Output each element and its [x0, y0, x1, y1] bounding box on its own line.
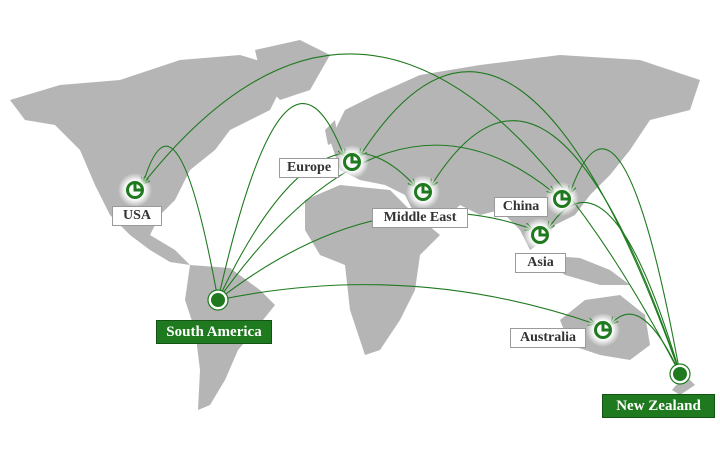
hub-marker-icon[interactable]: [207, 289, 229, 311]
route-south-america-to-europe: [217, 103, 344, 301]
new-zealand-island: [672, 375, 695, 395]
label-europe[interactable]: Europe: [279, 158, 339, 178]
label-australia[interactable]: Australia: [510, 328, 586, 348]
greenland: [255, 40, 330, 100]
office-pie-icon[interactable]: [545, 182, 579, 216]
label-china[interactable]: China: [494, 197, 548, 217]
office-pie-icon[interactable]: [118, 173, 152, 207]
label-new-zealand[interactable]: New Zealand: [602, 394, 715, 418]
route-new-zealand-to-europe: [360, 71, 681, 375]
hub-marker-icon[interactable]: [669, 363, 691, 385]
label-asia[interactable]: Asia: [515, 253, 566, 273]
nodes: [118, 145, 691, 385]
uk: [325, 120, 338, 145]
route-south-america-to-usa: [143, 145, 219, 301]
route-new-zealand-to-usa: [143, 53, 681, 375]
route-new-zealand-to-middle-east: [431, 120, 681, 375]
office-pie-icon[interactable]: [406, 175, 440, 209]
office-pie-icon[interactable]: [523, 218, 557, 252]
office-pie-icon[interactable]: [335, 145, 369, 179]
office-pie-icon[interactable]: [586, 313, 620, 347]
label-usa[interactable]: USA: [112, 206, 162, 226]
north-america: [10, 55, 290, 265]
route-south-america-to-china: [217, 144, 554, 301]
route-south-america-to-australia: [217, 284, 595, 324]
route-new-zealand-to-australia: [611, 313, 681, 375]
label-middle-east[interactable]: Middle East: [372, 208, 468, 228]
label-south-america[interactable]: South America: [156, 320, 272, 344]
route-new-zealand-to-china: [570, 148, 681, 375]
